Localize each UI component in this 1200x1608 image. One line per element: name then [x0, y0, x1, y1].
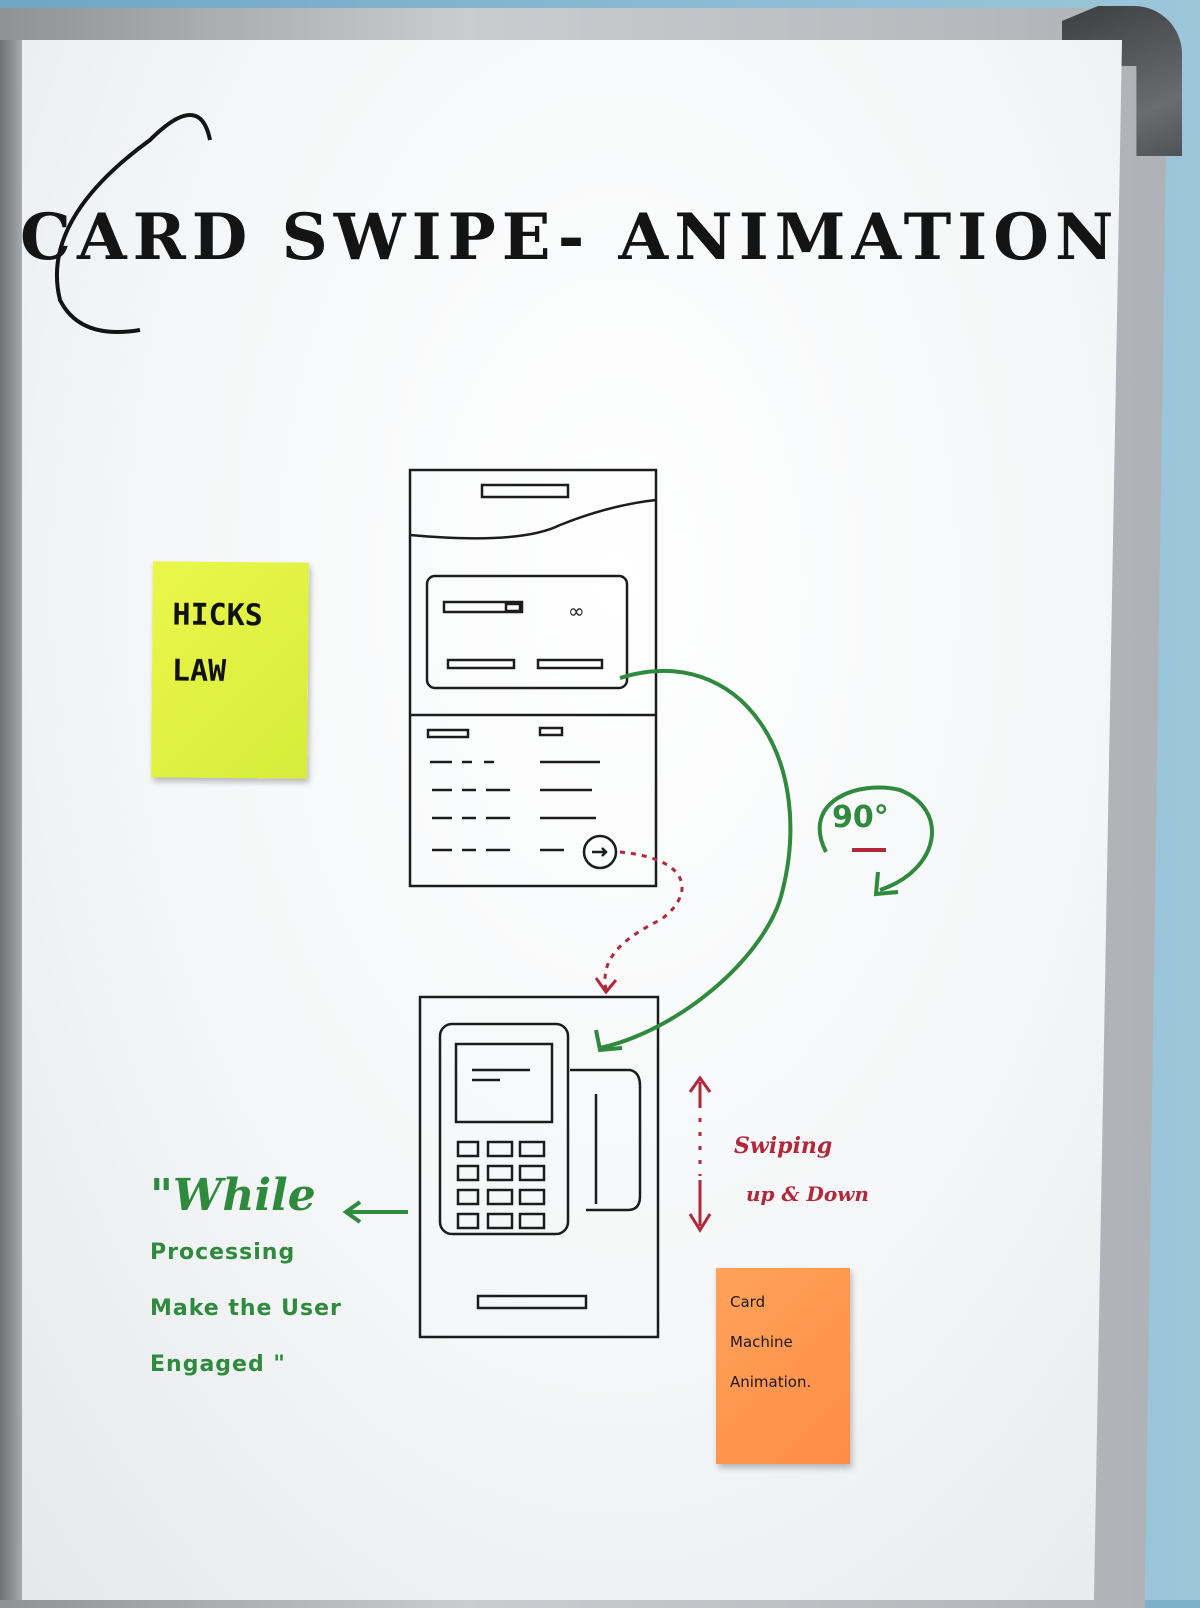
quote-line1: "While: [150, 1170, 316, 1221]
svg-text:∞: ∞: [568, 599, 585, 623]
phone-wireframe-bottom: [418, 995, 660, 1339]
frame-left-rail: [0, 40, 22, 1600]
quote-line4: Engaged ": [150, 1352, 286, 1377]
keypad-grid: [456, 1140, 546, 1230]
rotation-arrow: [817, 785, 935, 892]
quote-note: "While Processing Make the User Engaged …: [150, 1170, 430, 1393]
sticky-orange-line2: Machine: [730, 1333, 793, 1351]
up-down-arrow: [688, 1075, 712, 1233]
green-left-arrow: [342, 1200, 408, 1224]
title-flourish: [54, 113, 212, 334]
green-curve-arrow: [599, 668, 793, 1050]
swipe-note-line1: Swiping: [734, 1133, 833, 1159]
rotation-label: 90°: [832, 800, 889, 835]
whiteboard-surface: [0, 40, 1122, 1600]
sticky-orange-line1: Card: [730, 1293, 766, 1311]
board-title: CARD SWIPE- ANIMATION: [20, 200, 1120, 275]
sticky-note-card-machine: Card Machine Animation.: [716, 1268, 850, 1464]
quote-line3: Make the User: [150, 1296, 342, 1321]
red-dotted-arrow: [603, 850, 684, 991]
quote-line2: Processing: [150, 1240, 296, 1265]
phone-wireframe-top: ∞: [408, 468, 658, 888]
sticky-yellow-line1: HICKS: [172, 597, 263, 634]
sticky-orange-line3: Animation.: [730, 1373, 812, 1391]
swipe-note: Swiping up & Down: [734, 1122, 954, 1218]
sticky-yellow-line2: LAW: [171, 653, 227, 689]
swipe-note-line2: up & Down: [746, 1182, 869, 1206]
sticky-note-hicks-law: HICKS LAW: [151, 561, 309, 779]
